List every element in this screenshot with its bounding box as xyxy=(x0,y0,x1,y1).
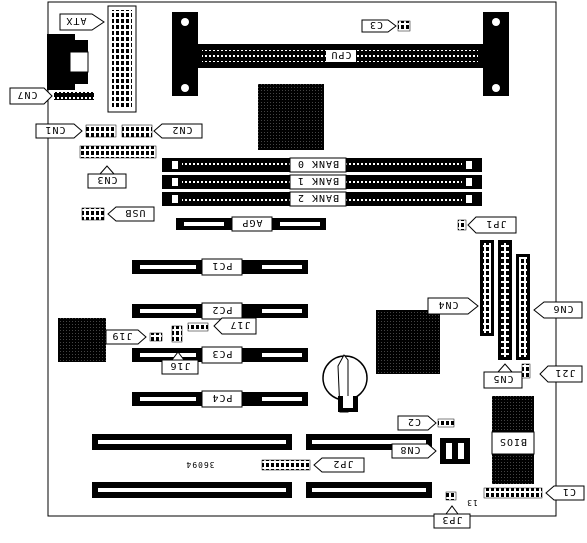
dimm-bank-2: BANK 2 xyxy=(162,191,482,207)
label-j19: J19 xyxy=(105,329,163,345)
svg-text:CN2: CN2 xyxy=(171,124,192,135)
svg-text:AGP: AGP xyxy=(241,217,262,228)
svg-text:BANK 1: BANK 1 xyxy=(297,175,339,186)
label-cn2: CN2 xyxy=(121,123,203,139)
battery xyxy=(322,354,368,413)
svg-text:CPU: CPU xyxy=(330,49,351,60)
label-jp2: JP2 xyxy=(261,457,365,473)
svg-text:J17: J17 xyxy=(229,319,250,330)
svg-text:PC4: PC4 xyxy=(211,392,232,403)
isa-slot-2 xyxy=(92,482,432,498)
svg-text:J21: J21 xyxy=(554,367,575,378)
svg-text:PC3: PC3 xyxy=(211,348,232,359)
chipset-north xyxy=(258,84,324,150)
svg-text:J19: J19 xyxy=(111,330,132,341)
connector-cn4 xyxy=(480,240,494,336)
label-atx: ATX xyxy=(59,13,105,31)
pci-slot-1: PC1 xyxy=(132,258,308,276)
bios-chip: BIOS xyxy=(491,396,535,484)
label-cn6: CN6 xyxy=(533,301,583,319)
svg-text:C2: C2 xyxy=(407,416,421,427)
label-jp1: JP1 xyxy=(457,216,517,234)
dimm-bank-1: BANK 1 xyxy=(162,174,482,190)
svg-text:CN4: CN4 xyxy=(437,299,458,310)
atx-power-connector xyxy=(107,5,137,113)
pci-slot-2: PC2 xyxy=(132,302,308,320)
dimm-bank-0: BANK 0 xyxy=(162,157,482,173)
connector-cn6 xyxy=(516,254,530,360)
svg-text:BANK 0: BANK 0 xyxy=(297,158,339,169)
pci-slot-4: PC4 xyxy=(132,390,308,408)
label-cn4: CN4 xyxy=(427,297,479,315)
svg-text:USB: USB xyxy=(124,207,145,218)
pin-13-label: 13 xyxy=(466,498,478,507)
svg-text:CN6: CN6 xyxy=(552,303,573,314)
svg-text:JP3: JP3 xyxy=(441,514,462,525)
board-id: 36094 xyxy=(185,460,214,469)
cpu-slot: CPU xyxy=(172,12,509,96)
svg-text:CN1: CN1 xyxy=(44,124,65,135)
svg-text:BIOS: BIOS xyxy=(499,436,527,447)
label-jp3: JP3 xyxy=(433,491,471,529)
label-j16: J16 xyxy=(161,325,199,375)
svg-text:C1: C1 xyxy=(562,486,576,497)
label-cn8: CN8 xyxy=(391,438,470,464)
svg-text:CN8: CN8 xyxy=(399,444,420,455)
label-j21: J21 xyxy=(521,363,583,383)
pci-slot-3: PC3 xyxy=(132,346,308,364)
svg-text:CN3: CN3 xyxy=(96,174,117,185)
svg-text:BANK 2: BANK 2 xyxy=(297,192,339,203)
svg-text:CN7: CN7 xyxy=(16,89,37,100)
svg-text:PC2: PC2 xyxy=(211,304,232,315)
svg-text:JP2: JP2 xyxy=(332,458,353,469)
label-c1: C1 xyxy=(483,485,585,501)
connector-cn5 xyxy=(498,240,512,360)
svg-text:PC1: PC1 xyxy=(211,260,232,271)
svg-text:CN5: CN5 xyxy=(492,373,513,384)
rear-io-connector xyxy=(47,34,89,90)
svg-text:ATX: ATX xyxy=(65,15,86,26)
svg-text:C3: C3 xyxy=(369,19,383,30)
label-cn3: CN3 xyxy=(79,145,157,189)
label-j17: J17 xyxy=(187,317,257,335)
agp-slot: AGP xyxy=(176,216,326,232)
chipset-south xyxy=(376,310,440,374)
isa-slot-1 xyxy=(92,434,432,450)
svg-text:J16: J16 xyxy=(169,360,190,371)
super-io-chip xyxy=(58,318,106,362)
label-usb: USB xyxy=(81,206,155,222)
label-cn5: CN5 xyxy=(483,363,523,389)
label-c3: C3 xyxy=(361,19,411,33)
label-cn1: CN1 xyxy=(35,123,117,139)
label-c2: C2 xyxy=(397,415,455,431)
label-cn7: CN7 xyxy=(9,87,94,105)
svg-text:JP1: JP1 xyxy=(485,218,506,229)
